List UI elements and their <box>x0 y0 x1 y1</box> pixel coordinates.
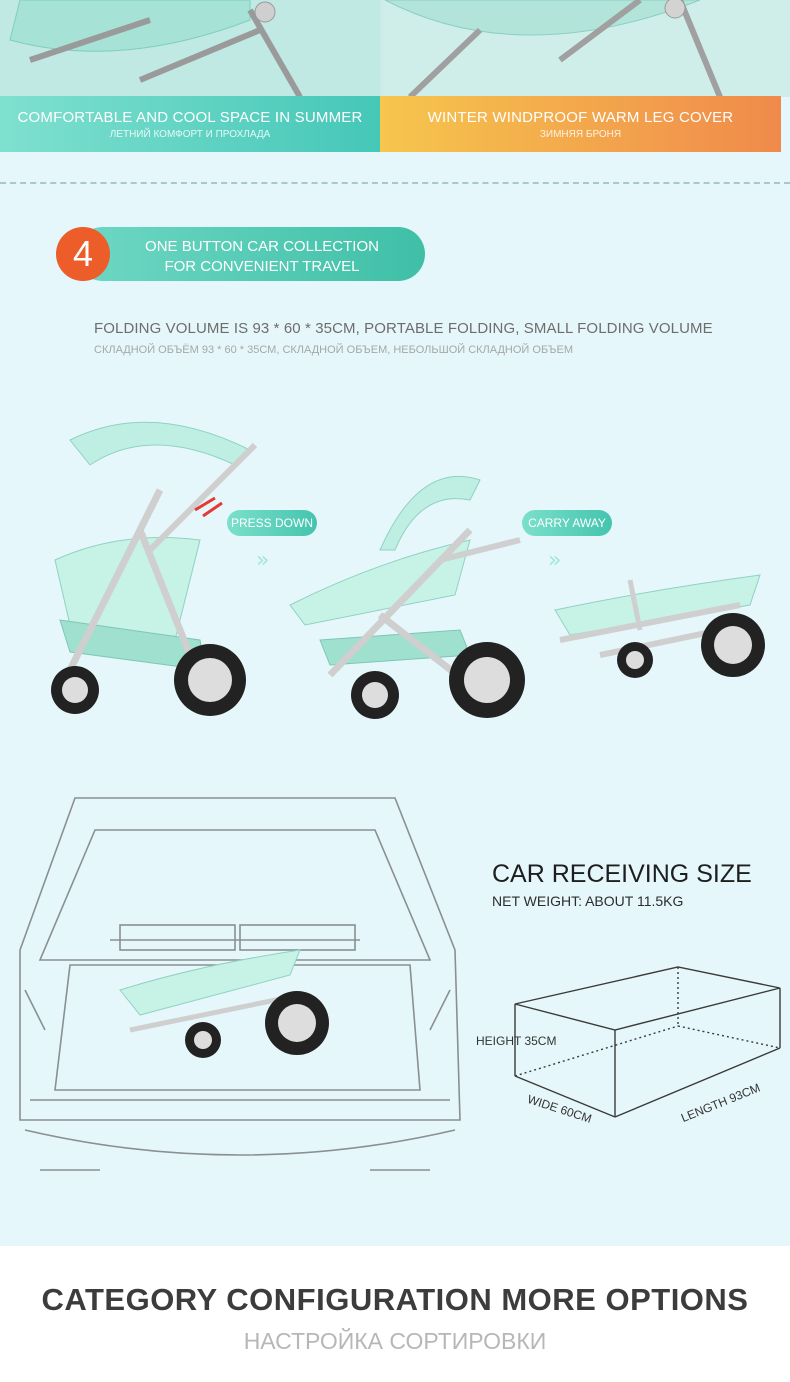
winter-banner: WINTER WINDPROOF WARM LEG COVER ЗИМНЯЯ Б… <box>380 96 781 152</box>
folding-description-ru: СКЛАДНОЙ ОБЪЁМ 93 * 60 * 35СМ, СКЛАДНОЙ … <box>94 344 574 356</box>
folding-steps-illustration <box>51 421 765 719</box>
car-trunk-sketch <box>19 797 461 1171</box>
arrow-right-icon: » <box>548 548 562 573</box>
stroller-folding <box>289 475 525 719</box>
winter-banner-subtitle: ЗИМНЯЯ БРОНЯ <box>539 129 622 140</box>
footer-title: CATEGORY CONFIGURATION MORE OPTIONS <box>41 1282 749 1317</box>
press-down-tag: PRESS DOWN <box>227 510 317 536</box>
net-weight-text: NET WEIGHT: ABOUT 11.5KG <box>492 893 684 909</box>
summer-banner-subtitle: ЛЕТНИЙ КОМФОРТ И ПРОХЛАДА <box>109 129 271 140</box>
winter-banner-title: WINTER WINDPROOF WARM LEG COVER <box>427 109 734 126</box>
feature-title-line1: ONE BUTTON CAR COLLECTION <box>145 238 379 255</box>
feature-title-line2: FOR CONVENIENT TRAVEL <box>164 258 360 275</box>
height-label: HEIGHT 35CM <box>476 1034 557 1048</box>
car-receiving-size-title: CAR RECEIVING SIZE <box>492 860 752 888</box>
feature-number-badge: 4 <box>56 227 110 281</box>
footer-section: CATEGORY CONFIGURATION MORE OPTIONS НАСТ… <box>0 1246 790 1382</box>
stroller-seat-photos <box>0 0 790 97</box>
dimension-box-diagram <box>514 966 781 1118</box>
feature-pill-bg <box>76 227 425 281</box>
stroller-open <box>51 421 258 716</box>
carry-away-tag: CARRY AWAY <box>522 510 612 536</box>
section-divider <box>0 182 790 184</box>
summer-banner: COMFORTABLE AND COOL SPACE IN SUMMER ЛЕТ… <box>0 96 380 152</box>
feature-title: ONE BUTTON CAR COLLECTION FOR CONVENIENT… <box>126 237 398 277</box>
arrow-right-icon: » <box>256 548 270 573</box>
stroller-folded <box>554 574 765 678</box>
footer-subtitle: НАСТРОЙКА СОРТИРОВКИ <box>243 1328 547 1354</box>
feature-heading: 4 ONE BUTTON CAR COLLECTION FOR CONVENIE… <box>56 227 425 281</box>
folding-description-en: FOLDING VOLUME IS 93 * 60 * 35CM, PORTAB… <box>94 320 713 337</box>
summer-banner-title: COMFORTABLE AND COOL SPACE IN SUMMER <box>17 109 363 126</box>
top-product-photos <box>0 0 790 97</box>
